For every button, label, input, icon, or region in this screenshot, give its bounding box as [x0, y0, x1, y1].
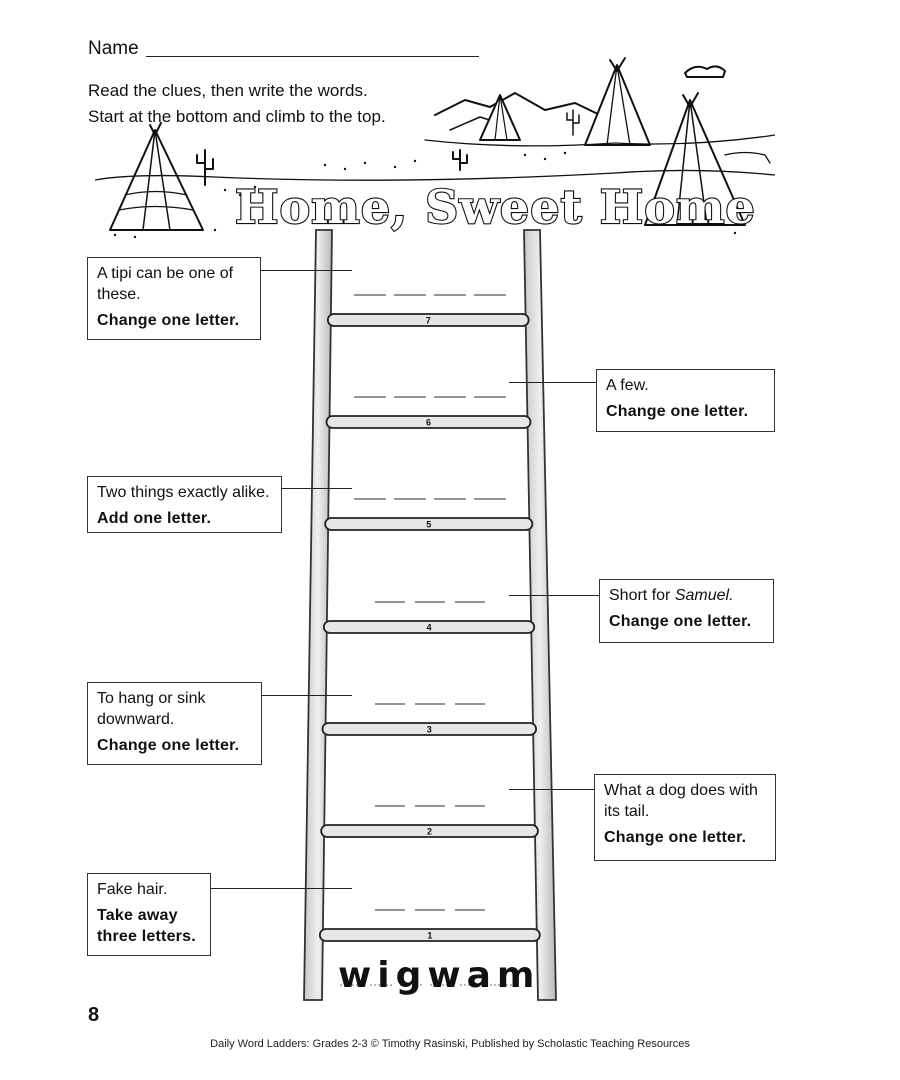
- clue-instruction: Change one letter.: [606, 403, 749, 420]
- instruction-line-2: Start at the bottom and climb to the top…: [88, 107, 386, 126]
- clue-instruction: Change one letter.: [609, 613, 752, 630]
- rung-number: 6: [426, 418, 431, 428]
- ladder-rung-7: 7: [326, 313, 530, 327]
- clue-text: A tipi can be one of these.: [97, 265, 234, 303]
- rung-number: 1: [427, 931, 432, 941]
- clue-text: Short for Samuel.: [609, 585, 764, 606]
- leader-line-2: [509, 789, 594, 790]
- rung-number: 2: [427, 827, 432, 837]
- start-word: wigwam: [338, 955, 541, 996]
- ladder-left-rail: [303, 229, 333, 1001]
- instructions: Read the clues, then write the words. St…: [88, 78, 386, 130]
- rung-number: 4: [427, 623, 432, 633]
- leader-line-4: [509, 595, 599, 596]
- clue-instruction: Take away three letters.: [97, 907, 196, 945]
- ladder-rails: [303, 229, 557, 1001]
- tipi-left-icon: [109, 122, 204, 231]
- tipi-right-icon: [644, 92, 746, 226]
- clue-box-4: Short for Samuel. Change one letter.: [599, 579, 774, 643]
- clue-text: Fake hair.: [97, 881, 168, 898]
- clue-text: To hang or sink downward.: [97, 690, 206, 728]
- clue-box-3: To hang or sink downward. Change one let…: [87, 682, 262, 765]
- name-label: Name: [88, 38, 139, 59]
- ladder-rung-2: 2: [320, 824, 539, 838]
- answer-blanks[interactable]: [340, 294, 514, 986]
- instruction-line-1: Read the clues, then write the words.: [88, 81, 368, 100]
- clue-text: Two things exactly alike.: [97, 484, 270, 501]
- cactus-icon-2: [452, 149, 468, 171]
- footer-credit: Daily Word Ladders: Grades 2-3 © Timothy…: [210, 1038, 690, 1050]
- ladder-rung-6: 6: [325, 415, 532, 429]
- clue-box-2: What a dog does with its tail. Change on…: [594, 774, 776, 861]
- leader-line-6: [509, 382, 596, 383]
- clue-text-plain: Short for: [609, 587, 675, 604]
- clue-instruction: Change one letter.: [97, 312, 240, 329]
- rung-number: 7: [426, 316, 431, 326]
- rung-number: 3: [427, 725, 432, 735]
- ladder-rung-3: 3: [321, 722, 537, 736]
- ladder-right-rail: [523, 229, 557, 1001]
- clue-instruction: Change one letter.: [97, 737, 240, 754]
- rung-number: 5: [426, 520, 431, 530]
- leader-line-5: [282, 488, 352, 489]
- ladder-rung-1: 1: [318, 928, 541, 942]
- clue-box-1: Fake hair. Take away three letters.: [87, 873, 211, 956]
- clue-instruction: Add one letter.: [97, 510, 212, 527]
- ladder-rungs: 7 6 5 4 3 2 1: [318, 313, 541, 942]
- ladder-rung-4: 4: [322, 620, 536, 634]
- cactus-icon: [196, 149, 214, 186]
- name-line[interactable]: [146, 56, 479, 57]
- leader-line-7: [261, 270, 352, 271]
- ladder-rung-5: 5: [324, 517, 534, 531]
- leader-line-1: [211, 888, 352, 889]
- banner-illustration: Home, Sweet Home: [95, 57, 775, 239]
- tipi-tall-icon: [584, 57, 651, 146]
- clue-instruction: Change one letter.: [604, 829, 747, 846]
- clue-text: What a dog does with its tail.: [604, 782, 758, 820]
- clue-text: A few.: [606, 377, 649, 394]
- clue-box-7: A tipi can be one of these. Change one l…: [87, 257, 261, 340]
- clue-box-5: Two things exactly alike. Add one letter…: [87, 476, 282, 533]
- page-number: 8: [88, 1004, 100, 1026]
- banner-title: Home, Sweet Home: [235, 180, 756, 234]
- clue-text-italic: Samuel.: [674, 587, 734, 604]
- leader-line-3: [262, 695, 352, 696]
- clue-box-6: A few. Change one letter.: [596, 369, 775, 432]
- tipi-middle-icon: [479, 94, 521, 141]
- word-ladder: 7 6 5 4 3 2 1: [303, 229, 557, 1001]
- cloud-icon: [684, 65, 726, 78]
